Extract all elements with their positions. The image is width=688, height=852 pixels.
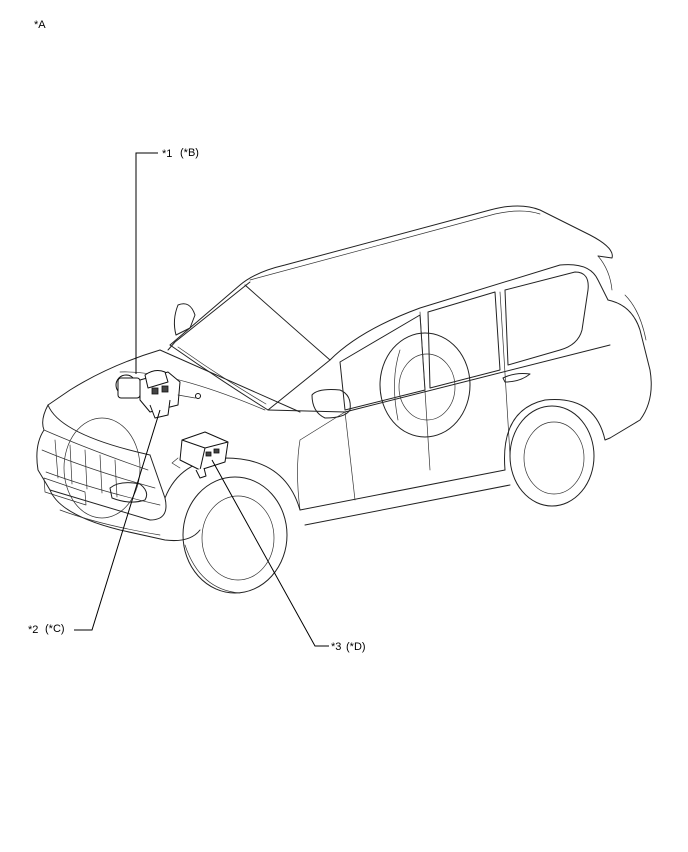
vehicle-outline <box>36 205 652 594</box>
callout-2-ref: (*C) <box>45 623 65 635</box>
callout-3-number: *3 <box>331 641 341 653</box>
callout-2: *2 (*C) <box>28 623 65 636</box>
callout-2-number: *2 <box>28 624 38 636</box>
callout-3: *3 (*D) <box>331 641 366 653</box>
view-label: *A <box>34 19 46 31</box>
callout-1-ref: (*B) <box>180 147 199 159</box>
callout-1-number: *1 <box>162 148 172 160</box>
leader-lines <box>74 152 329 647</box>
callout-3-ref: (*D) <box>346 641 366 653</box>
callout-1: *1 (*B) <box>162 147 199 160</box>
ecu-part <box>171 431 229 479</box>
brake-actuator-part <box>115 370 201 419</box>
